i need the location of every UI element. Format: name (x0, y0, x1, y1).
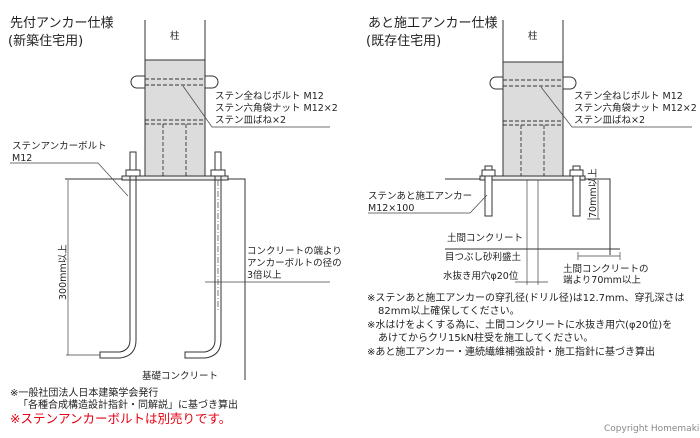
left-note-2: 「各種合成構造設計指針・同解説」に基づき算出 (18, 398, 238, 411)
right-parts-leader (540, 86, 692, 128)
right-column-outline (502, 20, 564, 62)
right-drain-hole (515, 180, 548, 285)
right-column-label: 柱 (528, 30, 538, 42)
right-subtitle: (既存住宅用) (366, 34, 441, 49)
right-anchor-2 (572, 165, 581, 217)
left-anchor-bolt-2 (184, 151, 222, 359)
right-nut-2 (569, 169, 584, 177)
right-edge-note-2: 端より70mm以上 (563, 274, 641, 286)
copyright: Copyright Homemaking (604, 424, 700, 434)
right-part-bolt: ステン全ねじボルト M12 (574, 90, 683, 102)
left-cap-nut-icon (130, 75, 219, 89)
left-column-outline (144, 20, 206, 60)
right-note-4: あけてからクリ15kN柱受を施工してください。 (378, 331, 593, 344)
left-column-label: 柱 (170, 30, 180, 42)
right-slab-outline (445, 178, 611, 255)
right-nut-1 (481, 169, 496, 177)
right-anchor-1 (484, 165, 493, 217)
right-anchor-size: M12×100 (368, 203, 414, 214)
right-gravel-label: 目つぶし砂利盛土 (445, 251, 522, 263)
left-title: 先付アンカー仕様 (10, 16, 113, 31)
left-depth-dimension (66, 180, 100, 356)
right-note-3: ※水はけをよくする為に、土間コンクリートに水抜き用穴(φ20位)を (367, 318, 672, 331)
right-note-5: ※あと施工アンカー・連続繊維補強設計・施工指針に基づき算出 (367, 345, 655, 358)
left-nut-1 (125, 169, 141, 177)
left-anchor-leader (10, 162, 129, 197)
left-edge-note-3: 3倍以上 (247, 269, 282, 281)
right-edge-dimension (577, 252, 621, 260)
right-column-bracket (502, 61, 564, 177)
left-edge-note-2: アンカーボルトの径の (247, 257, 342, 269)
right-title: あと施工アンカー仕様 (368, 16, 497, 31)
right-cap-nut-icon (489, 76, 577, 90)
right-diagram: あと施工アンカー仕様 (既存住宅用) 柱 70mm以上 ステン全ねじボルト M1… (366, 16, 697, 358)
left-anchor-label: ステンアンカーボルト (12, 141, 107, 152)
right-depth-dimension (587, 180, 600, 220)
left-diagram: 先付アンカー仕様 (新築住宅用) 柱 300mm以上 ステン全ねじボルト M12… (8, 16, 342, 426)
left-part-bolt: ステン全ねじボルト M12 (215, 90, 324, 102)
right-edge-note-1: 土間コンクリートの (563, 263, 649, 275)
right-anchor-leader (368, 194, 488, 214)
left-subtitle: (新築住宅用) (8, 33, 83, 49)
right-note-2: 82mm以上確保してください。 (378, 304, 520, 317)
right-hidden-lines (503, 79, 563, 176)
right-depth-label: 70mm以上 (588, 168, 599, 218)
left-foundation-label: 基礎コンクリート (142, 370, 218, 382)
left-nut-2 (210, 169, 226, 177)
left-parts-leader (182, 85, 330, 128)
left-note-1: ※一般社団法人日本建築学会発行 (10, 386, 158, 399)
left-depth-label: 300mm以上 (58, 244, 69, 300)
right-part-nut: ステン六角袋ナット M12×2 (574, 102, 697, 114)
left-anchor-bolt-1 (99, 151, 137, 359)
right-part-washer: ステン皿ばね×2 (574, 115, 645, 126)
right-note-1: ※ステンあと施工アンカーの穿孔径(ドリル径)は12.7mm、穿孔深さは (367, 291, 685, 304)
left-warning: ※ステンアンカーボルトは別売りです。 (10, 411, 231, 426)
left-column-bracket (144, 59, 206, 177)
right-drain-label: 水抜き用穴φ20位 (443, 270, 519, 282)
right-slab-label: 土間コンクリート (447, 232, 523, 244)
left-base-plate (121, 175, 229, 181)
left-part-nut: ステン六角袋ナット M12×2 (215, 102, 338, 114)
left-hidden-lines (145, 78, 205, 176)
left-edge-note-1: コンクリートの端より (247, 245, 342, 257)
right-base-plate (479, 175, 586, 181)
left-anchor-size: M12 (12, 153, 32, 164)
left-part-washer: ステン皿ばね×2 (215, 115, 286, 126)
right-anchor-label: ステンあと施工アンカー (368, 190, 472, 202)
